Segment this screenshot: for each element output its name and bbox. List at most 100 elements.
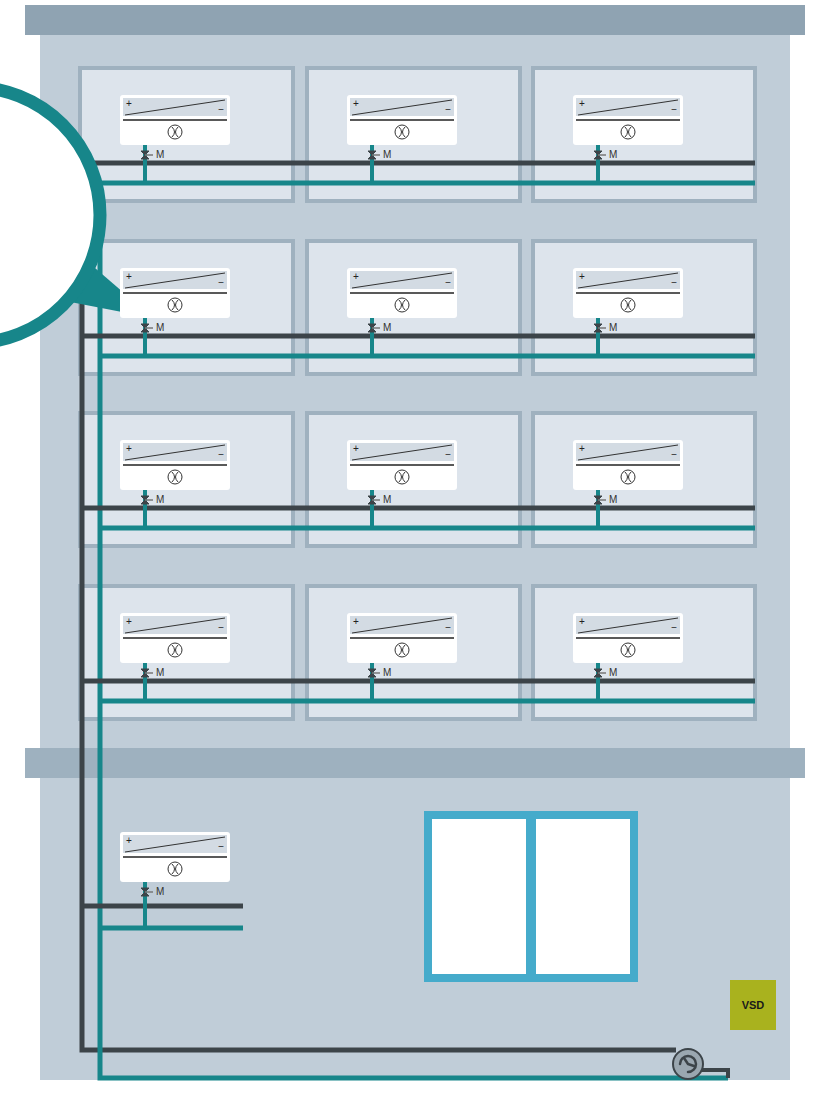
actuator-stem	[372, 672, 380, 674]
plus-sign: +	[576, 443, 588, 454]
supply-pipe	[100, 183, 728, 1078]
setpoint-slider: +−	[123, 835, 227, 853]
minus-sign: −	[215, 450, 227, 461]
actuator-stem	[372, 327, 380, 329]
minus-sign: −	[215, 278, 227, 289]
actuator-label: M	[383, 150, 391, 160]
fan-coil-unit: +−	[347, 268, 457, 318]
setpoint-slider: +−	[350, 616, 454, 634]
return-pipe	[82, 506, 755, 511]
slider-line	[350, 271, 454, 289]
actuator-label: M	[156, 495, 164, 505]
plus-sign: +	[576, 271, 588, 282]
plus-sign: +	[576, 98, 588, 109]
fan-coil-unit: +−	[120, 440, 230, 490]
supply-pipe	[100, 699, 755, 704]
slider-line	[350, 616, 454, 634]
actuator-label: M	[609, 495, 617, 505]
slider-line	[350, 98, 454, 116]
actuator-stem	[598, 327, 606, 329]
setpoint-slider: +−	[350, 443, 454, 461]
slider-line	[123, 443, 227, 461]
minus-sign: −	[442, 450, 454, 461]
setpoint-slider: +−	[576, 616, 680, 634]
fan-coil-unit: +−	[573, 268, 683, 318]
fan-coil-unit: +−	[120, 832, 230, 882]
plus-sign: +	[123, 271, 135, 282]
setpoint-slider: +−	[123, 616, 227, 634]
setpoint-slider: +−	[350, 98, 454, 116]
minus-sign: −	[215, 623, 227, 634]
setpoint-slider: +−	[350, 271, 454, 289]
return-pipe	[82, 334, 755, 339]
drive-label: VSD	[742, 999, 765, 1011]
setpoint-slider: +−	[576, 443, 680, 461]
slider-line	[123, 835, 227, 853]
slider-line	[576, 443, 680, 461]
plus-sign: +	[350, 98, 362, 109]
fan-coil-unit: +−	[120, 268, 230, 318]
slider-line	[576, 98, 680, 116]
fan-coil-unit: +−	[573, 95, 683, 145]
plus-sign: +	[576, 616, 588, 627]
minus-sign: −	[442, 105, 454, 116]
actuator-label: M	[156, 668, 164, 678]
slider-line	[123, 271, 227, 289]
actuator-stem	[145, 672, 153, 674]
supply-pipe	[100, 354, 755, 359]
plus-sign: +	[123, 616, 135, 627]
plus-sign: +	[350, 271, 362, 282]
actuator-label: M	[609, 668, 617, 678]
actuator-label: M	[383, 668, 391, 678]
door-mullion	[526, 815, 536, 978]
slider-line	[123, 98, 227, 116]
actuator-stem	[598, 499, 606, 501]
actuator-label: M	[156, 887, 164, 897]
pump-symbol	[673, 1049, 703, 1079]
return-pipe	[82, 679, 755, 684]
minus-sign: −	[668, 105, 680, 116]
actuator-stem	[598, 672, 606, 674]
minus-sign: −	[215, 105, 227, 116]
actuator-stem	[372, 154, 380, 156]
roof-band	[25, 5, 805, 35]
door	[428, 815, 634, 978]
return-pipe	[82, 161, 755, 166]
slider-line	[350, 443, 454, 461]
floor-band	[25, 748, 805, 778]
minus-sign: −	[668, 278, 680, 289]
actuator-stem	[145, 327, 153, 329]
minus-sign: −	[668, 450, 680, 461]
actuator-stem	[145, 891, 153, 893]
slider-line	[123, 616, 227, 634]
setpoint-slider: +−	[576, 271, 680, 289]
fan-coil-unit: +−	[347, 95, 457, 145]
pump-outlet	[700, 1070, 728, 1078]
actuator-stem	[598, 154, 606, 156]
actuator-label: M	[383, 323, 391, 333]
plus-sign: +	[123, 98, 135, 109]
actuator-label: M	[609, 323, 617, 333]
actuator-stem	[145, 499, 153, 501]
setpoint-slider: +−	[123, 443, 227, 461]
actuator-label: M	[609, 150, 617, 160]
building-body	[40, 35, 790, 1080]
actuator-stem	[372, 499, 380, 501]
actuator-label: M	[156, 150, 164, 160]
plus-sign: +	[350, 443, 362, 454]
slider-line	[576, 616, 680, 634]
supply-pipe	[100, 926, 243, 931]
return-pipe	[82, 904, 243, 909]
actuator-label: M	[156, 323, 164, 333]
minus-sign: −	[442, 623, 454, 634]
setpoint-slider: +−	[123, 271, 227, 289]
minus-sign: −	[215, 842, 227, 853]
fan-coil-unit: +−	[347, 613, 457, 663]
minus-sign: −	[442, 278, 454, 289]
fan-coil-unit: +−	[120, 613, 230, 663]
setpoint-slider: +−	[123, 98, 227, 116]
fan-coil-unit: +−	[347, 440, 457, 490]
fan-coil-unit: +−	[573, 613, 683, 663]
drive-box: VSD	[730, 980, 776, 1030]
